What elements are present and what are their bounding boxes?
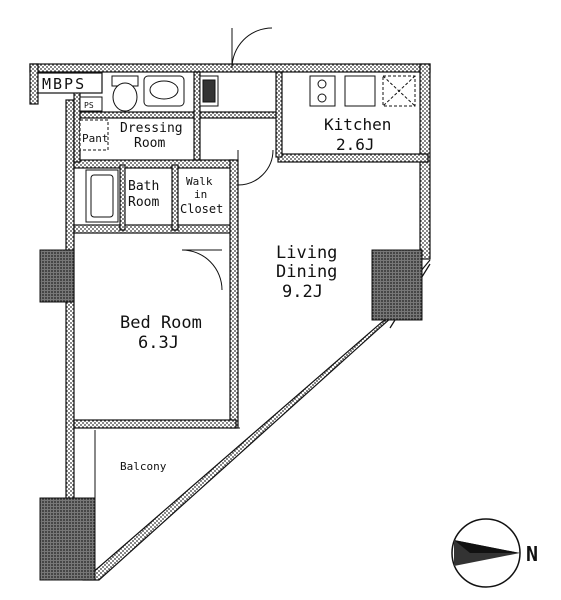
outer-walls bbox=[29, 63, 431, 546]
walkin-label-2: in bbox=[194, 188, 207, 201]
north-label: N bbox=[526, 542, 538, 566]
toilet-icon bbox=[111, 75, 139, 112]
pantry-box bbox=[79, 119, 109, 151]
kitchen-label-1: Kitchen bbox=[324, 115, 391, 134]
balcony-label: Balcony bbox=[120, 460, 167, 473]
pillars bbox=[39, 249, 423, 581]
stove-icon bbox=[309, 75, 416, 107]
walkin-label-3: Closet bbox=[180, 202, 223, 216]
compass-icon: N bbox=[451, 518, 538, 588]
bedroom-label-2: 6.3J bbox=[138, 333, 179, 353]
living-label-3: 9.2J bbox=[282, 282, 323, 302]
living-label-1: Living bbox=[276, 243, 337, 263]
kitchen-label-2: 2.6J bbox=[336, 135, 375, 154]
bedroom-label-1: Bed Room bbox=[120, 313, 202, 333]
mbps-box bbox=[37, 72, 103, 94]
bathtub-icon bbox=[85, 169, 119, 223]
bath-label-2: Room bbox=[128, 195, 159, 210]
bath-label-1: Bath bbox=[128, 179, 159, 194]
pantry-label: Pant bbox=[82, 132, 109, 145]
dressing-label-2: Room bbox=[134, 136, 165, 151]
ps-box bbox=[79, 96, 103, 112]
walkin-label-1: Walk bbox=[186, 175, 213, 188]
door-swing-icon bbox=[181, 27, 274, 291]
mbps-label: MBPS bbox=[42, 75, 86, 93]
dressing-label-1: Dressing bbox=[120, 121, 183, 136]
sink-icon bbox=[143, 75, 219, 107]
living-label-2: Dining bbox=[276, 262, 337, 282]
ps-label: PS bbox=[84, 101, 94, 110]
